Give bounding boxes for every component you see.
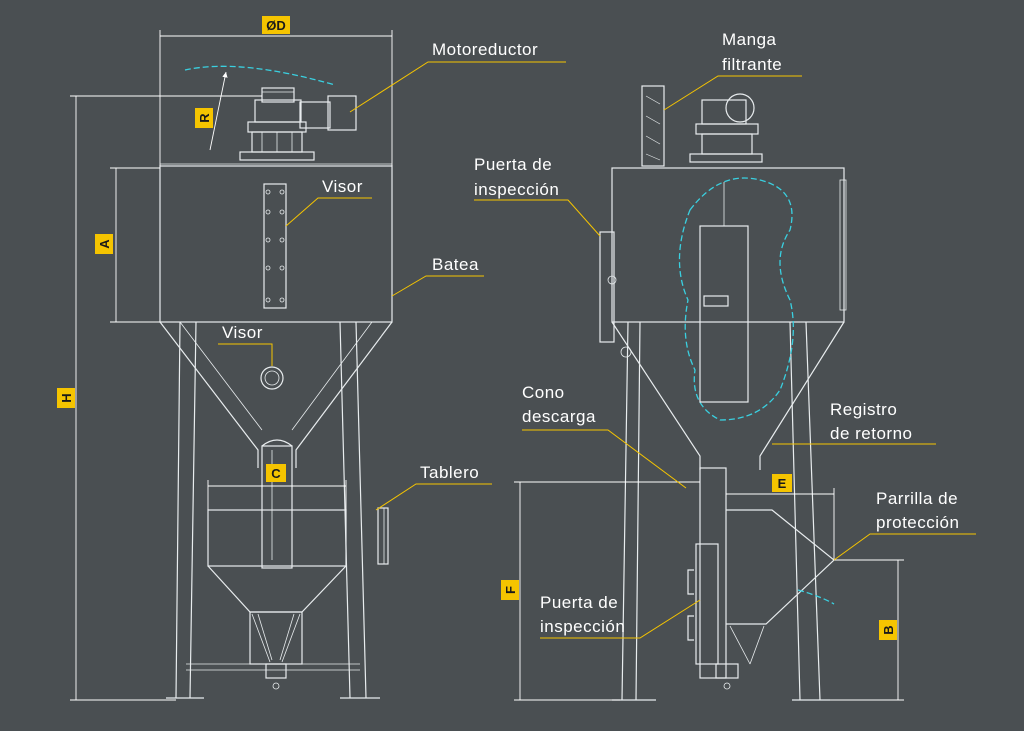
leader-lines: [218, 61, 976, 639]
dim-tag-od: ØD: [262, 16, 290, 34]
visor-bolts: [265, 189, 285, 303]
dim-tag-h: H: [57, 388, 75, 408]
label-motoreductor: Motoreductor: [432, 40, 538, 59]
dim-tag-b: B: [879, 620, 897, 640]
label-visor-top: Visor: [322, 177, 363, 196]
motor-assembly: [160, 87, 392, 165]
label-puerta-bot-line1: Puerta de: [540, 593, 618, 612]
label-registro-line1: Registro: [830, 400, 897, 419]
label-puerta-top-line2: inspección: [474, 180, 559, 199]
control-panel: [377, 507, 389, 565]
dim-tag-a: A: [95, 234, 113, 254]
dimension-lines: [70, 30, 904, 701]
label-tablero: Tablero: [420, 463, 479, 482]
label-manga-line1: Manga: [722, 30, 777, 49]
label-visor-mid: Visor: [222, 323, 263, 342]
svg-text:R: R: [197, 113, 212, 123]
filter-sleeve: [641, 85, 665, 167]
svg-text:H: H: [59, 393, 74, 402]
label-puerta-top-line1: Puerta de: [474, 155, 552, 174]
rotation-arc: [184, 65, 336, 86]
right-body: [611, 167, 845, 323]
left-view: [159, 65, 393, 699]
label-parrilla-line1: Parrilla de: [876, 489, 958, 508]
dim-tag-e: E: [772, 474, 792, 492]
batea-body: [159, 165, 393, 323]
svg-text:B: B: [881, 625, 896, 634]
label-puerta-bot-line2: inspección: [540, 617, 625, 636]
round-visor: [260, 366, 284, 390]
dim-tag-r: R: [195, 108, 213, 128]
label-parrilla-line2: protección: [876, 513, 959, 532]
motor-assembly-right: [689, 93, 763, 163]
label-manga-line2: filtrante: [722, 55, 782, 74]
dim-tag-c: C: [266, 464, 286, 482]
svg-text:A: A: [97, 239, 112, 249]
svg-text:E: E: [778, 476, 787, 491]
svg-text:ØD: ØD: [266, 18, 286, 33]
svg-text:C: C: [271, 466, 281, 481]
right-central-column: [699, 467, 727, 679]
visor-window: [263, 183, 287, 309]
inspection-door-top: [599, 231, 615, 343]
central-column: [261, 445, 293, 569]
label-cono-line2: descarga: [522, 407, 596, 426]
right-view: [599, 85, 847, 701]
inspection-door-bottom: [695, 543, 719, 665]
label-cono-line1: Cono: [522, 383, 565, 402]
lower-tank: [207, 509, 347, 567]
svg-text:F: F: [503, 586, 518, 594]
label-batea: Batea: [432, 255, 479, 274]
label-registro-line2: de retorno: [830, 424, 913, 443]
dim-tag-f: F: [501, 580, 519, 600]
cutaway-outline: [678, 177, 794, 421]
